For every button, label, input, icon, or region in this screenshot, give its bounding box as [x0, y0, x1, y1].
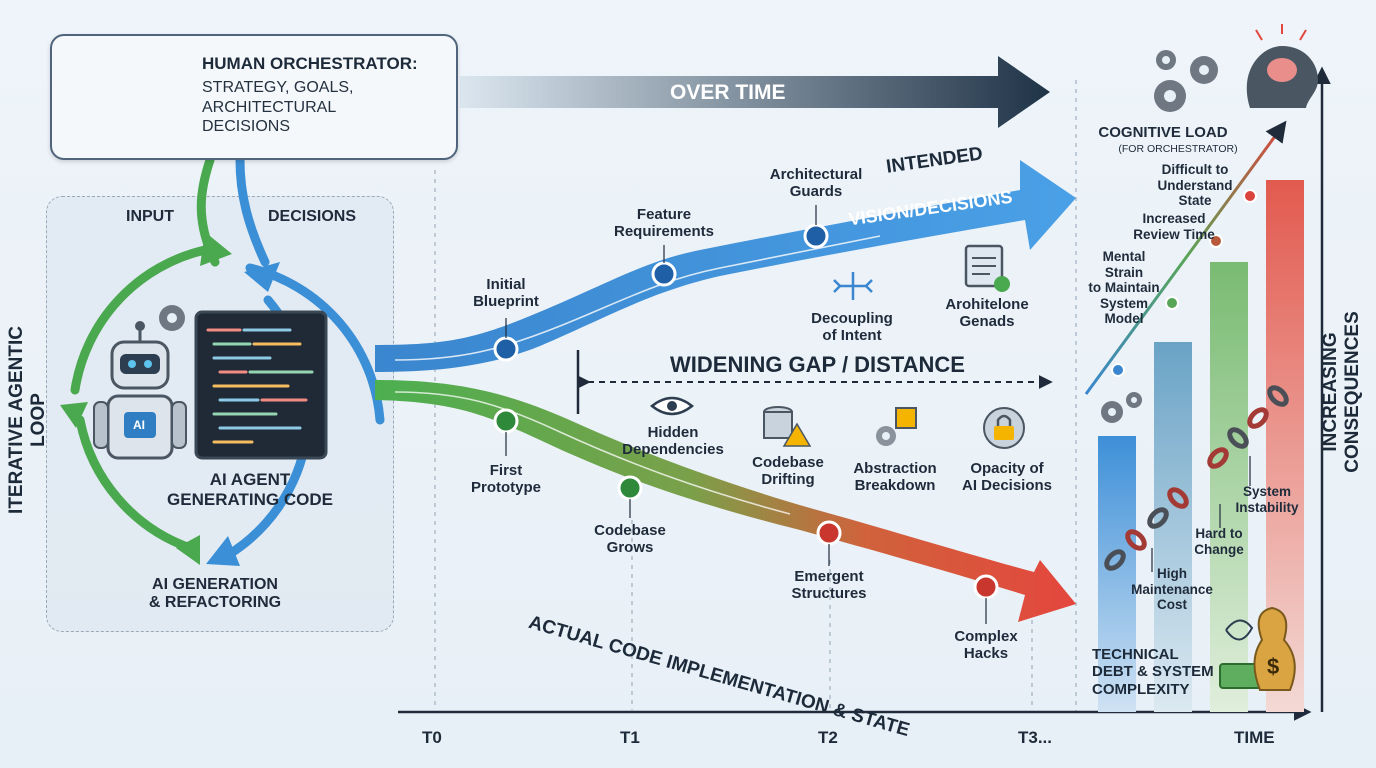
node-complex-hacks: [973, 574, 999, 600]
document-check-icon: [964, 244, 1010, 292]
orchestrator-title: HUMAN ORCHESTRATOR:: [202, 54, 418, 73]
code-monitor-icon: [194, 310, 328, 460]
node-first-prototype: [493, 408, 519, 434]
tech-debt-label: TECHNICAL DEBT & SYSTEM COMPLEXITY: [1092, 646, 1214, 698]
human-orchestrator-card: [50, 34, 458, 160]
actual-band: [375, 380, 1076, 622]
tick-t0: T0: [422, 728, 442, 747]
cognitive-load-sub: (FOR ORCHESTRATOR): [1118, 143, 1238, 155]
intended-band: [375, 160, 1076, 372]
loop-arrow-green-bottom: [75, 415, 195, 553]
tick-t2: T2: [818, 728, 838, 747]
eye-icon: [649, 396, 695, 416]
bar-1: [1098, 436, 1136, 712]
cognitive-trend-line: [1084, 120, 1287, 395]
node-architectural-guards: [803, 223, 829, 249]
input-label: INPUT: [126, 208, 174, 225]
cognitive-load-title: COGNITIVE LOAD: [1098, 124, 1228, 141]
over-time-arrow: [460, 56, 1050, 128]
tick-t3: T3...: [1018, 728, 1053, 747]
database-warning-icon: [763, 406, 812, 447]
money-bag-icon: [1219, 606, 1296, 691]
gear-icon: [159, 50, 1218, 423]
ai-generation-label: AI GENERATION & REFACTORING: [148, 576, 282, 612]
money-symbol: $: [1267, 654, 1280, 679]
node-emergent-structures: [816, 520, 842, 546]
head-brain-icon: [1246, 24, 1318, 108]
gap-title: WIDENING GAP / DISTANCE: [670, 352, 965, 377]
orchestrator-desc: STRATEGY, GOALS, ARCHITECTURAL DECISIONS: [202, 79, 354, 136]
node-initial-blueprint: [493, 336, 519, 362]
decisions-arrow: [235, 155, 270, 267]
lock-icon: [983, 407, 1025, 449]
loop-arrowheads: [60, 232, 280, 566]
tick-t1: T1: [620, 728, 640, 747]
ai-agent-label: AI AGENT GENERATING CODE: [167, 470, 333, 509]
over-time-label: OVER TIME: [670, 81, 786, 104]
time-axis-label: TIME: [1234, 728, 1275, 747]
decisions-label: DECISIONS: [268, 208, 357, 225]
time-guides: [434, 80, 1077, 712]
node-feature-requirements: [651, 261, 677, 287]
abstraction-breakdown-icon: [876, 407, 917, 446]
node-codebase-grows: [617, 475, 643, 501]
ai-chip-label: AI: [133, 418, 145, 432]
consequences-axis-label: INCREASING CONSEQUENCES: [1320, 311, 1363, 473]
iterative-loop-label: ITERATIVE AGENTIC LOOP: [6, 326, 49, 514]
loop-arrow-green-left: [70, 245, 210, 395]
robot-icon: [93, 321, 187, 460]
bar-3: [1210, 262, 1248, 712]
bar-2: [1154, 342, 1192, 712]
decoupling-icon: [833, 272, 873, 300]
chain-icon: [1104, 385, 1289, 571]
